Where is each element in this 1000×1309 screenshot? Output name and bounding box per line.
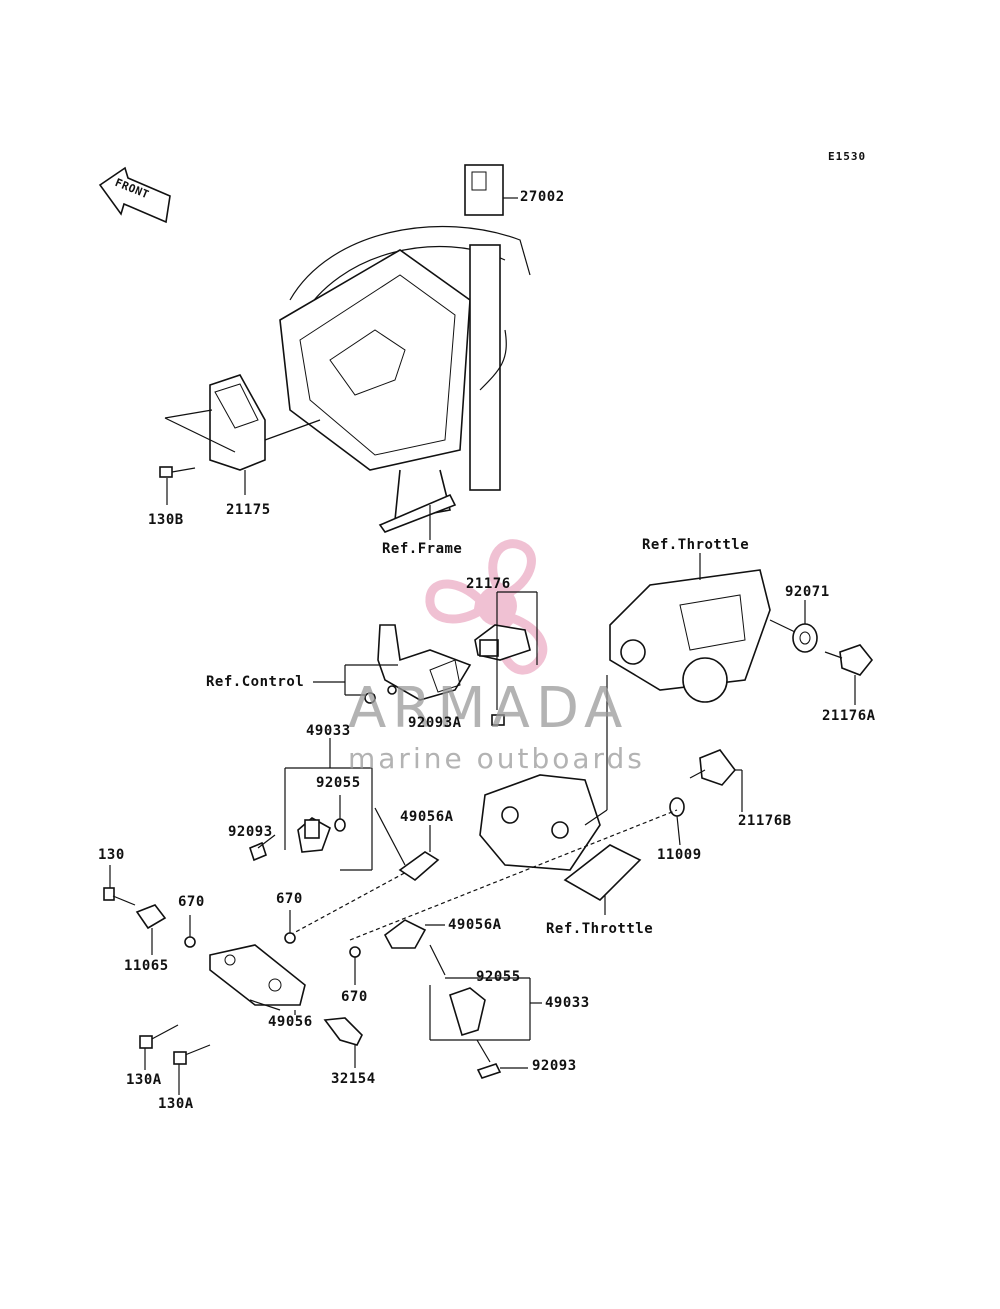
label-49033-top: 49033 [306, 723, 351, 739]
part-21176-sensor [474, 591, 538, 710]
watermark-tagline: marine outboards [348, 742, 645, 775]
label-92055-top: 92055 [316, 775, 361, 791]
control-bracket [313, 624, 472, 704]
label-ref-throttle-bottom: Ref.Throttle [546, 921, 654, 937]
throttle-body [606, 553, 771, 810]
part-49056A-middle [383, 919, 445, 949]
label-11065: 11065 [124, 958, 169, 974]
label-27002: 27002 [520, 189, 565, 205]
label-21176: 21176 [466, 576, 511, 592]
part-92071-grommet [769, 600, 818, 653]
label-130A-a: 130A [126, 1072, 162, 1088]
part-49056A-top [374, 807, 440, 882]
label-ref-frame: Ref.Frame [382, 541, 463, 557]
part-21176A-sensor [824, 644, 874, 705]
part-21176B-sensor [689, 749, 743, 812]
label-49033-bottom: 49033 [545, 995, 590, 1011]
label-130: 130 [98, 847, 125, 863]
part-27002-relay [464, 164, 518, 216]
label-49056A-top: 49056A [400, 809, 454, 825]
label-670-b: 670 [276, 891, 303, 907]
label-32154: 32154 [331, 1071, 376, 1087]
part-130B-bolt [159, 466, 196, 505]
part-670-washers [184, 910, 361, 985]
part-21175-ecu [164, 374, 321, 495]
label-11009: 11009 [657, 847, 702, 863]
label-92093A: 92093A [408, 715, 462, 731]
part-11009-o-ring [669, 797, 685, 846]
alignment-line-2 [289, 869, 411, 936]
part-11065-clip [135, 904, 167, 955]
label-670-c: 670 [341, 989, 368, 1005]
front-arrow-icon [98, 166, 171, 224]
label-49056: 49056 [268, 1014, 313, 1030]
label-49056A-middle: 49056A [448, 917, 502, 933]
label-ref-throttle-top: Ref.Throttle [642, 537, 750, 553]
watermark-brand: ARMADA [348, 676, 629, 741]
label-92093-bottom: 92093 [532, 1058, 577, 1074]
part-92093A-nut [491, 714, 505, 726]
diagram-code: E1530 [828, 150, 867, 163]
injector-group-bottom [429, 944, 542, 1079]
label-130A-b: 130A [158, 1096, 194, 1112]
part-130A-bolts [139, 1024, 211, 1095]
label-670-a: 670 [178, 894, 205, 910]
label-ref-control: Ref.Control [206, 674, 305, 690]
part-130-bolt [103, 865, 136, 906]
watermark-logo-icon [425, 539, 548, 675]
part-49056-fuel-rail [209, 944, 306, 1015]
part-32154-pipe [323, 1017, 363, 1068]
label-21176A: 21176A [822, 708, 876, 724]
label-130B: 130B [148, 512, 184, 528]
lower-throttle-body [479, 774, 642, 915]
label-92071: 92071 [785, 584, 830, 600]
label-21175: 21175 [226, 502, 271, 518]
frame-assembly [279, 225, 531, 533]
label-21176B: 21176B [738, 813, 792, 829]
label-92055-bottom: 92055 [476, 969, 521, 985]
injector-group-top [249, 738, 373, 871]
label-92093-top: 92093 [228, 824, 273, 840]
alignment-line [349, 809, 678, 941]
